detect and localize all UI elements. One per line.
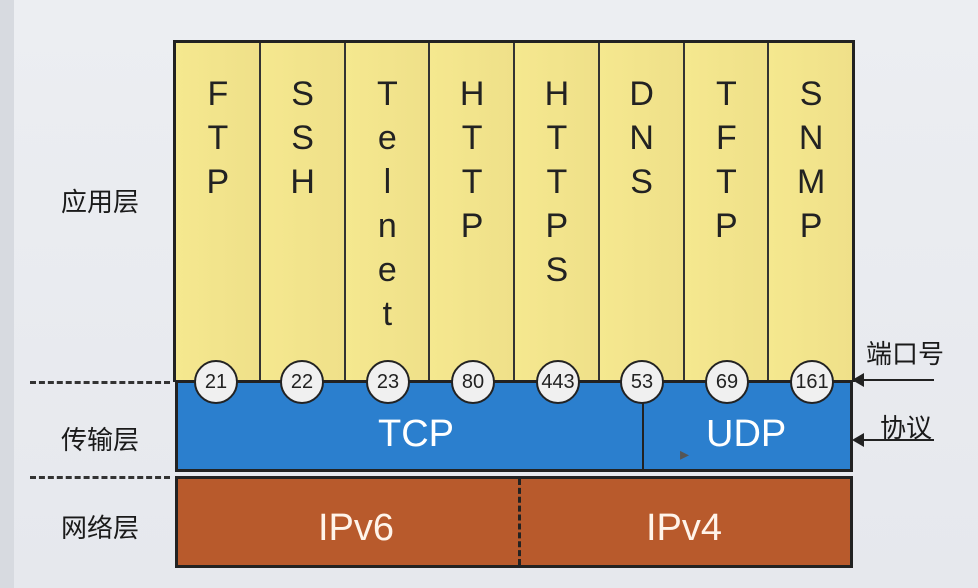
ipv4-label: IPv4 [646,507,723,549]
transport-layer-block: TCP UDP [175,380,853,472]
tcp-udp-divider [642,383,644,469]
layer-divider-lower [30,476,170,479]
transport-layer-label: 传输层 [60,426,139,456]
port-badge-http: 80 [451,360,495,404]
protocol-column: DNS [599,43,685,382]
protocol-arrow-icon [852,433,934,447]
port-badge-ssh: 22 [280,360,324,404]
port-badge-snmp: 161 [790,360,834,404]
protocol-name-snmp: SNMP [792,75,831,251]
port-badge-ftp: 21 [194,360,238,404]
protocol-name-ftp: FTP [198,75,237,207]
ipv6-ipv4-divider [518,479,521,565]
network-layer-label: 网络层 [60,514,139,544]
port-number-annotation: 端口号 [866,340,945,370]
port-badge-https: 443 [536,360,580,404]
ipv6-label: IPv6 [318,507,395,549]
port-badge-tftp: 69 [705,360,749,404]
port-badge-telnet: 23 [366,360,410,404]
protocol-name-ssh: SSH [283,75,322,207]
layer-divider-upper [30,381,170,384]
protocol-name-telnet: Telnet [368,75,407,339]
network-layer-block: IPv6 IPv4 [175,476,853,568]
protocol-column: SSH [260,43,346,382]
protocol-name-https: HTTPS [537,75,576,295]
protocol-name-http: HTTP [453,75,492,251]
tcp-label: TCP [378,413,454,455]
protocol-name-tftp: TFTP [707,75,746,251]
protocol-column: Telnet [345,43,431,382]
application-layer-block: FTP SSH Telnet HTTP HTTPS DNS TFTP SNMP [173,40,855,382]
port-badge-dns: 53 [620,360,664,404]
protocol-column: HTTPS [515,43,600,382]
protocol-name-dns: DNS [622,75,661,207]
application-layer-label: 应用层 [60,188,139,218]
udp-label: UDP [706,413,787,455]
mouse-pointer-icon: ▸ [680,444,690,464]
protocol-column: TFTP [684,43,770,382]
protocol-column: SNMP [769,43,852,382]
port-arrow-icon [852,373,934,387]
protocol-column: HTTP [430,43,515,382]
left-edge-strip [0,0,14,588]
protocol-column: FTP [176,43,261,382]
